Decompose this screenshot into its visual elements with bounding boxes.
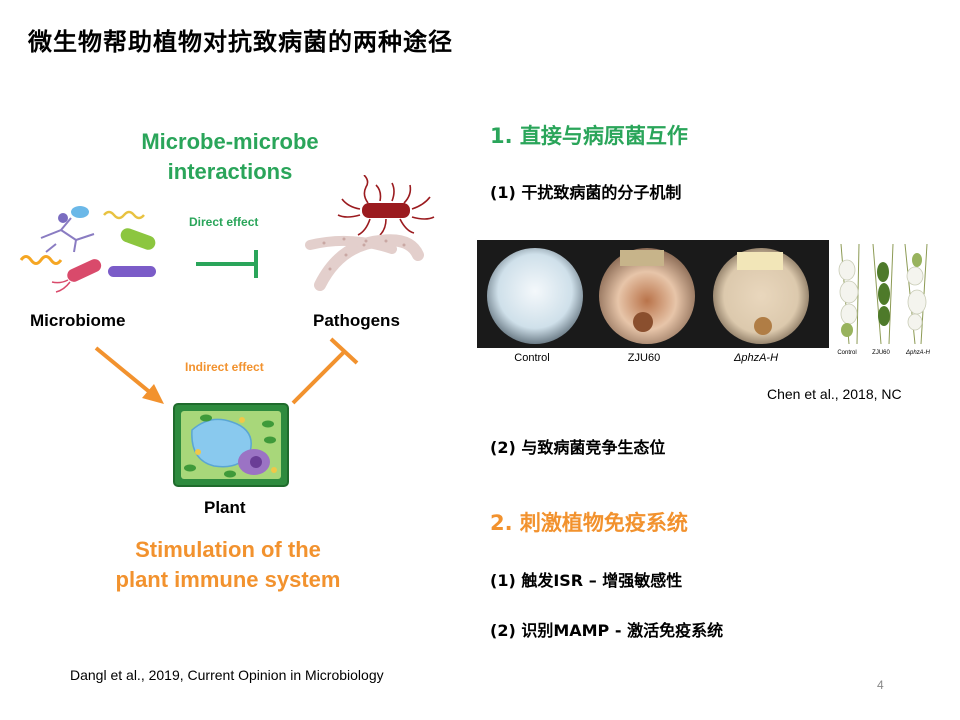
petri-dish-photo-panel — [477, 240, 829, 348]
indirect-effect-arrow — [94, 346, 164, 404]
wheat-spikes — [838, 243, 928, 345]
section1-item2: (2) 与致病菌竞争生态位 — [490, 438, 666, 457]
section2-item1: (1) 触发ISR – 增强敏感性 — [490, 571, 683, 590]
wheat-caption-zju60: ZJU60 — [872, 350, 890, 356]
microbiome-illustration — [19, 206, 156, 293]
section2-heading: 2. 刺激植物免疫系统 — [490, 511, 688, 535]
heading-bottom-line1: Stimulation of the — [135, 537, 321, 562]
wheat-spike-photo — [831, 240, 937, 348]
wheat-caption-mutant: ΔphzA-H — [905, 350, 931, 356]
pathogens-illustration — [305, 175, 435, 291]
direct-effect-inhibit-arrow — [196, 250, 258, 278]
section1-item1: (1) 干扰致病菌的分子机制 — [490, 183, 682, 202]
photo-caption-control: Control — [514, 352, 550, 364]
microbiome-label: Microbiome — [30, 311, 126, 330]
page-number: 4 — [877, 678, 884, 692]
plant-label: Plant — [204, 498, 246, 517]
heading-immune-stimulation: Stimulation of the plant immune system — [88, 535, 368, 595]
heading-microbe-interactions: Microbe-microbe interactions — [110, 127, 350, 187]
petri-dishes — [487, 248, 809, 344]
photo-citation: Chen et al., 2018, NC — [767, 386, 902, 402]
plant-cell-illustration — [173, 403, 289, 487]
section2-item2: (2) 识别MAMP - 激活免疫系统 — [490, 621, 724, 640]
plant-inhibit-pathogen-arrow — [291, 337, 359, 405]
heading-top-line1: Microbe-microbe — [141, 129, 319, 154]
heading-bottom-line2: plant immune system — [115, 567, 341, 592]
photo-caption-mutant: ΔphzA-H — [733, 352, 779, 364]
heading-top-line2: interactions — [167, 159, 293, 184]
wheat-caption-control: Control — [837, 350, 857, 356]
direct-effect-label: Direct effect — [189, 215, 259, 229]
photo-caption-zju60: ZJU60 — [627, 352, 661, 364]
slide-title: 微生物帮助植物对抗致病菌的两种途径 — [28, 28, 453, 56]
indirect-effect-label: Indirect effect — [185, 360, 264, 374]
section1-heading: 1. 直接与病原菌互作 — [490, 124, 688, 148]
diagram-citation: Dangl et al., 2019, Current Opinion in M… — [70, 667, 384, 683]
pathogens-label: Pathogens — [313, 311, 400, 330]
